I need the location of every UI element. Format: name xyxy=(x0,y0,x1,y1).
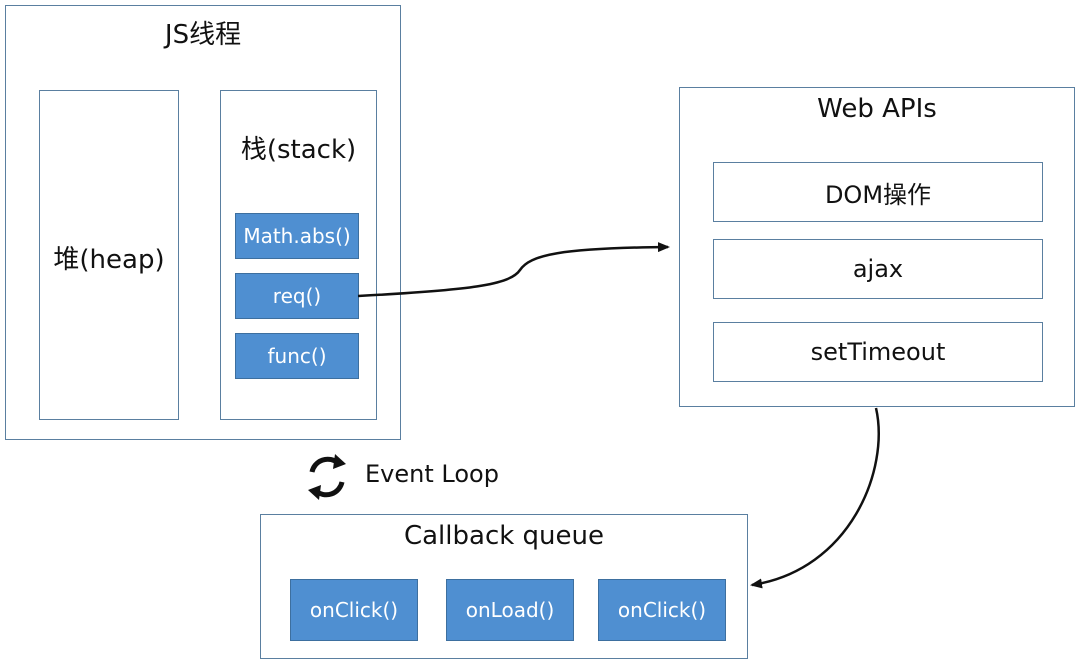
stack-box: 栈(stack) Math.abs() req() func() xyxy=(220,90,377,420)
web-api-item: DOM操作 xyxy=(713,162,1043,222)
web-apis-title: Web APIs xyxy=(817,94,937,124)
stack-frame: req() xyxy=(235,273,359,319)
stack-frame: Math.abs() xyxy=(235,213,359,259)
web-apis-box: Web APIs DOM操作 ajax setTimeout xyxy=(679,87,1075,407)
callback-queue-title: Callback queue xyxy=(403,521,605,551)
arrow-stack-to-webapis xyxy=(357,242,670,298)
stack-title: 栈(stack) xyxy=(240,135,357,165)
callback-item: onLoad() xyxy=(446,579,574,641)
callback-queue-box: Callback queue onClick() onLoad() onClic… xyxy=(260,514,748,659)
web-api-item: setTimeout xyxy=(713,322,1043,382)
stack-frame: func() xyxy=(235,333,359,379)
js-thread-box: JS线程 堆(heap) 栈(stack) Math.abs() req() f… xyxy=(5,5,401,440)
heap-label: 堆(heap) xyxy=(53,245,165,275)
web-api-item: ajax xyxy=(713,239,1043,299)
callback-item: onClick() xyxy=(598,579,726,641)
js-thread-title: JS线程 xyxy=(164,20,242,50)
arrow-webapis-to-callback xyxy=(750,407,880,589)
event-loop-label: Event Loop xyxy=(365,460,499,488)
heap-box: 堆(heap) xyxy=(39,90,179,420)
event-loop: Event Loop xyxy=(302,452,522,502)
refresh-cycle-icon xyxy=(308,454,346,500)
callback-item: onClick() xyxy=(290,579,418,641)
